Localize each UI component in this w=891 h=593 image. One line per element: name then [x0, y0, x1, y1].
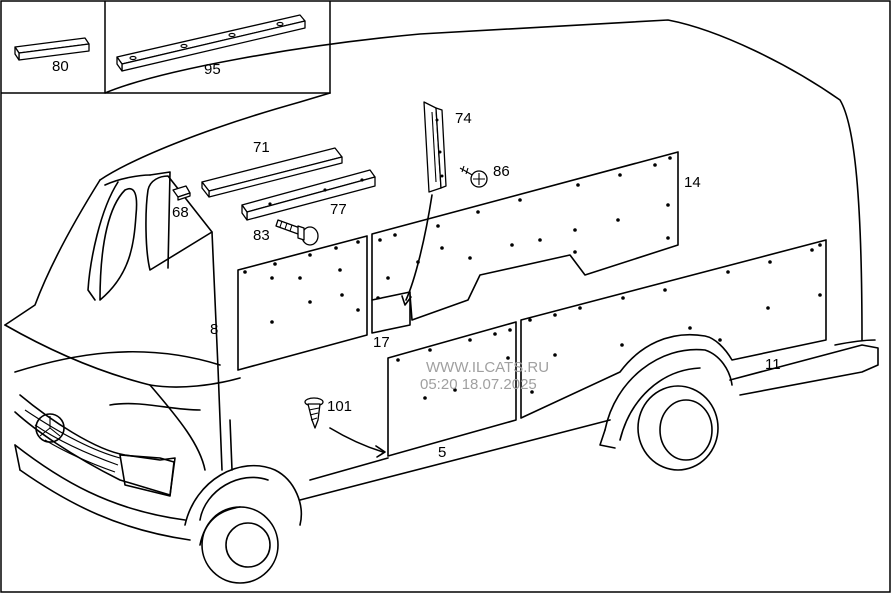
label-71: 71 — [253, 139, 270, 156]
label-17: 17 — [373, 334, 390, 351]
part-74-trim[interactable] — [423, 101, 447, 193]
part-86-clip[interactable] — [459, 165, 488, 188]
panel-5[interactable] — [387, 321, 517, 457]
watermark: WWW.ILCATS.RU 05:20 18.07.2025 — [420, 359, 549, 393]
label-83: 83 — [253, 227, 270, 244]
part-83-screw[interactable] — [275, 219, 319, 246]
watermark-site: WWW.ILCATS.RU — [426, 359, 549, 376]
part-68-clip[interactable] — [172, 185, 191, 201]
label-86: 86 — [493, 163, 510, 180]
label-74: 74 — [455, 110, 472, 127]
part-80-block[interactable] — [14, 37, 90, 61]
label-95: 95 — [204, 61, 221, 78]
part-77-strip[interactable] — [241, 169, 376, 221]
label-77: 77 — [330, 201, 347, 218]
part-101-screw[interactable] — [304, 397, 324, 429]
callout-labels: 80 95 74 86 71 14 68 77 83 8 17 11 101 5 — [52, 58, 781, 461]
pointer-arrows — [329, 194, 433, 458]
label-11: 11 — [765, 356, 781, 373]
label-101: 101 — [327, 398, 352, 415]
label-80: 80 — [52, 58, 69, 75]
label-8: 8 — [210, 321, 218, 338]
panel-8[interactable] — [237, 235, 368, 371]
watermark-timestamp: 05:20 18.07.2025 — [420, 376, 537, 393]
van-body — [4, 19, 879, 584]
panel-11[interactable] — [520, 239, 827, 419]
panel-17[interactable] — [371, 291, 411, 334]
part-71-strip[interactable] — [201, 147, 343, 198]
part-95-strip[interactable] — [116, 14, 306, 72]
label-5: 5 — [438, 444, 446, 461]
label-68: 68 — [172, 204, 189, 221]
label-14: 14 — [684, 174, 701, 191]
